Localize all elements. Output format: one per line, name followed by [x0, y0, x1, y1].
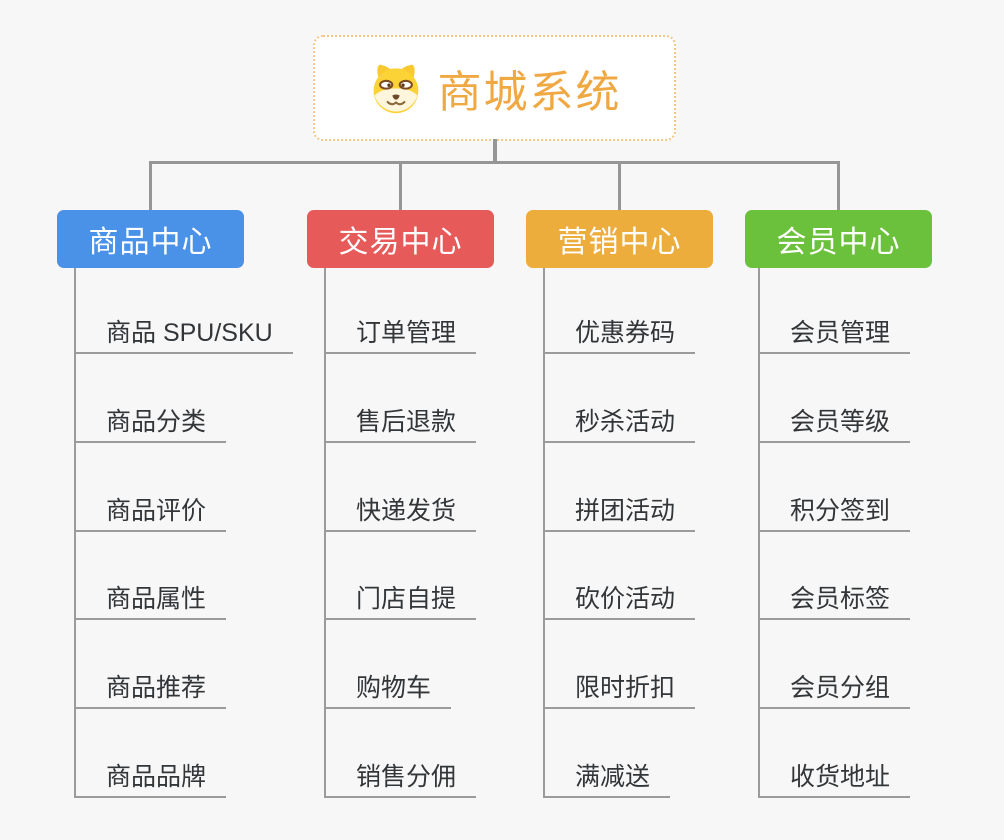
leaf-node[interactable]: 售后退款: [326, 354, 477, 443]
branch-label: 商品中心: [88, 226, 213, 259]
leaf-label: 拼团活动: [545, 498, 696, 532]
leaf-node[interactable]: 商品推荐: [76, 620, 293, 710]
leaf-node[interactable]: 会员管理: [760, 268, 911, 354]
branch-node-3[interactable]: 会员中心: [745, 210, 932, 268]
leaf-node[interactable]: 商品评价: [76, 443, 293, 532]
leaf-node[interactable]: 优惠券码: [545, 268, 696, 354]
leaf-label: 会员等级: [760, 409, 911, 443]
branch-label: 交易中心: [338, 226, 463, 259]
leaf-node[interactable]: 购物车: [326, 620, 476, 710]
leaf-label: 商品 SPU/SKU: [76, 321, 293, 354]
leaf-label: 会员分组: [760, 676, 911, 710]
leaf-node[interactable]: 会员等级: [760, 354, 911, 443]
leaf-label: 商品属性: [76, 587, 227, 621]
branch-column: 会员管理 会员等级 积分签到 会员标签 会员分组 收货地址: [758, 268, 911, 798]
leaf-node[interactable]: 门店自提: [326, 532, 477, 621]
leaf-node[interactable]: 销售分佣: [326, 709, 477, 798]
leaf-label: 限时折扣: [545, 676, 696, 710]
leaf-node[interactable]: 会员分组: [760, 620, 911, 710]
leaf-node[interactable]: 收货地址: [760, 709, 911, 798]
leaf-label: 积分签到: [760, 498, 911, 532]
leaf-label: 商品分类: [76, 409, 227, 443]
branch-column: 优惠券码 秒杀活动 拼团活动 砍价活动 限时折扣 满减送: [543, 268, 696, 798]
leaf-label: 售后退款: [326, 409, 477, 443]
leaf-label: 门店自提: [326, 587, 477, 621]
leaf-label: 砍价活动: [545, 587, 696, 621]
leaf-node[interactable]: 满减送: [545, 709, 695, 798]
leaf-node[interactable]: 会员标签: [760, 532, 911, 621]
doge-icon: [368, 60, 424, 116]
connector-branch-drop: [399, 163, 402, 210]
leaf-node[interactable]: 订单管理: [326, 268, 477, 354]
leaf-label: 订单管理: [326, 321, 477, 354]
connector-branch-drop: [618, 163, 621, 210]
root-title: 商城系统: [437, 68, 622, 117]
root-node[interactable]: 商城系统: [313, 35, 676, 141]
leaf-label: 满减送: [545, 764, 671, 798]
connector-branch-drop: [837, 163, 840, 210]
leaf-label: 销售分佣: [326, 764, 477, 798]
branch-label: 营销中心: [557, 226, 682, 259]
leaf-label: 商品评价: [76, 498, 227, 532]
branch-node-0[interactable]: 商品中心: [57, 210, 244, 268]
leaf-label: 秒杀活动: [545, 409, 696, 443]
leaf-node[interactable]: 商品属性: [76, 532, 293, 621]
branch-node-2[interactable]: 营销中心: [526, 210, 713, 268]
leaf-node[interactable]: 快递发货: [326, 443, 477, 532]
leaf-node[interactable]: 积分签到: [760, 443, 911, 532]
leaf-node[interactable]: 商品品牌: [76, 709, 293, 798]
branch-node-1[interactable]: 交易中心: [307, 210, 494, 268]
connector-branch-drop: [149, 163, 152, 210]
leaf-node[interactable]: 拼团活动: [545, 443, 696, 532]
branch-label: 会员中心: [776, 226, 901, 259]
leaf-label: 快递发货: [326, 498, 477, 532]
leaf-node[interactable]: 商品 SPU/SKU: [76, 268, 293, 354]
connector-horizontal-bar: [149, 161, 840, 164]
connector-root-drop: [493, 139, 497, 164]
branch-column: 商品 SPU/SKU 商品分类 商品评价 商品属性 商品推荐 商品品牌: [74, 268, 293, 798]
leaf-node[interactable]: 秒杀活动: [545, 354, 696, 443]
branch-column: 订单管理 售后退款 快递发货 门店自提 购物车 销售分佣: [324, 268, 477, 798]
leaf-label: 购物车: [326, 676, 452, 710]
leaf-label: 商品推荐: [76, 676, 227, 710]
leaf-label: 会员管理: [760, 321, 911, 354]
leaf-node[interactable]: 限时折扣: [545, 620, 696, 710]
leaf-label: 收货地址: [760, 764, 911, 798]
leaf-node[interactable]: 商品分类: [76, 354, 293, 443]
leaf-node[interactable]: 砍价活动: [545, 532, 696, 621]
leaf-label: 会员标签: [760, 587, 911, 621]
leaf-label: 优惠券码: [545, 321, 696, 354]
leaf-label: 商品品牌: [76, 764, 227, 798]
